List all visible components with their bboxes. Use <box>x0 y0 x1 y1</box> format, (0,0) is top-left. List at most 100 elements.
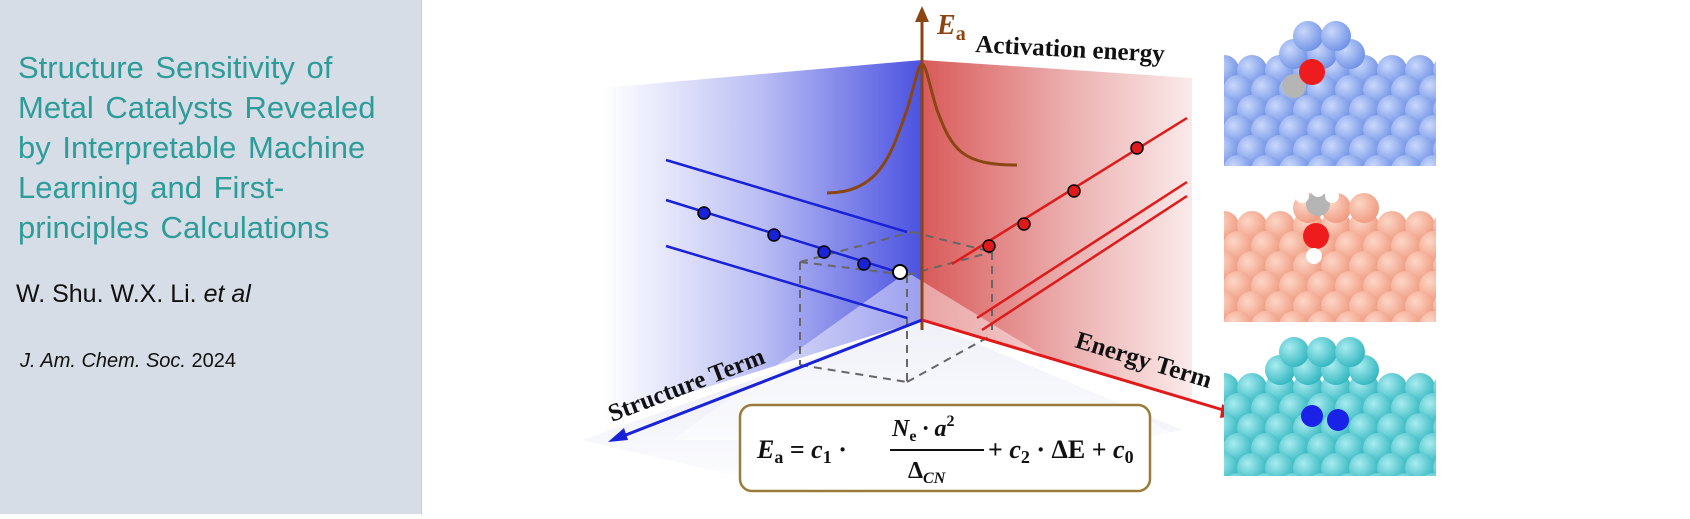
surface-atom <box>1447 231 1477 261</box>
surface-atom <box>1433 419 1436 437</box>
surface-atom <box>1195 473 1225 503</box>
surface-atom <box>1363 155 1393 166</box>
surface-atom <box>1307 311 1337 322</box>
surface-atom <box>1377 453 1407 476</box>
step-atom <box>1307 337 1337 367</box>
nitrogen-atom-icon <box>1327 409 1349 431</box>
surface-atom <box>1447 473 1477 503</box>
surface-atom <box>1229 473 1247 476</box>
surface-atom <box>1447 155 1477 185</box>
blue-slab <box>1224 21 1477 185</box>
surface-atom <box>1279 155 1309 166</box>
surface-atom <box>1433 141 1436 159</box>
surface-atom <box>1224 84 1225 96</box>
title-line: by Interpretable Machine <box>18 130 366 165</box>
surface-atom <box>1285 473 1303 476</box>
step-atom <box>1349 193 1379 223</box>
surface-atom <box>1313 473 1331 476</box>
surface-atom <box>1447 311 1477 341</box>
surface-atom <box>1237 453 1267 476</box>
figure-panel: Ea Activation energy Structure Term Ener… <box>422 0 1690 514</box>
surface-atom <box>1181 413 1211 443</box>
surface-atom <box>1341 473 1359 476</box>
surface-atom <box>1397 473 1415 476</box>
surface-atom <box>1433 61 1436 79</box>
journal-citation: J. Am. Chem. Soc. 2024 <box>20 350 236 373</box>
surface-atom <box>1419 155 1436 166</box>
surface-atom <box>1224 164 1225 166</box>
surface-atom <box>1433 257 1436 275</box>
surface-atom <box>1224 453 1239 476</box>
surface-atom <box>1433 379 1436 397</box>
structure-point <box>817 245 831 259</box>
authors-main: W. Shu. W.X. Li. <box>16 280 197 308</box>
oxygen-atom-icon <box>1299 59 1325 85</box>
projection-cone <box>672 272 1182 440</box>
vertical-axis-arrow <box>915 6 929 22</box>
surface-atom <box>1447 393 1477 423</box>
surface-atom <box>1391 155 1421 166</box>
step-atom <box>1279 337 1309 367</box>
surface-atom <box>1279 311 1309 322</box>
surface-atom <box>1433 459 1436 476</box>
svg-text:Ne · a2: Ne · a2 <box>891 413 954 445</box>
surface-atom <box>1181 453 1211 483</box>
surface-atom <box>1433 297 1436 315</box>
surface-atom <box>1251 311 1281 322</box>
step-atom <box>1335 337 1365 367</box>
step-atom <box>1293 21 1323 51</box>
title-line: Learning and First- <box>18 170 285 205</box>
carbon-atom-icon <box>1306 192 1330 216</box>
energy-point <box>1130 141 1144 155</box>
activation-energy-label: Activation energy <box>975 31 1166 68</box>
journal-name: J. Am. Chem. Soc. <box>20 350 186 372</box>
surface-atom <box>1419 311 1436 322</box>
structure-axis <box>617 318 923 440</box>
surface-atom <box>1405 453 1435 476</box>
structure-axis-arrow <box>608 428 628 442</box>
surface-atom <box>1251 155 1281 166</box>
surface-atom <box>1433 101 1436 119</box>
title-line: Structure Sensitivity of <box>18 50 333 85</box>
equation: Ea = c1 · Ne · a2 ΔCN + c2 · ΔE + c0 <box>756 413 1134 487</box>
svg-text:ΔCN: ΔCN <box>908 458 947 487</box>
authors-etal: et al <box>203 280 251 308</box>
title-line: principles Calculations <box>18 210 330 245</box>
svg-text:+ c2 · ΔE + c0: + c2 · ΔE + c0 <box>988 435 1134 467</box>
surface-atom <box>1265 453 1295 476</box>
activation-energy-figure: Ea Activation energy Structure Term Ener… <box>582 6 1477 503</box>
equation-box <box>738 403 1152 493</box>
energy-point <box>1017 217 1031 231</box>
surface-atom <box>1363 311 1393 322</box>
structure-point <box>767 228 781 242</box>
surface-atom <box>1425 473 1436 476</box>
projection-box <box>799 231 993 383</box>
predicted-point <box>892 264 908 280</box>
structure-point <box>857 257 871 271</box>
hydrogen-atom-icon <box>1311 183 1325 197</box>
svg-text:Ea = c1 ·: Ea = c1 · <box>756 435 847 467</box>
energy-axis <box>921 318 1231 414</box>
surface-atom <box>1335 155 1365 166</box>
salmon-slab <box>1224 183 1477 341</box>
surface-atom <box>1335 311 1365 322</box>
cyan-slab <box>1181 337 1477 503</box>
structure-wall <box>602 60 922 420</box>
sidebar-panel: Structure Sensitivity of Metal Catalysts… <box>0 0 422 514</box>
activation-peak-curve <box>826 62 1018 195</box>
journal-year: 2024 <box>191 350 237 372</box>
surface-atom <box>1447 271 1477 301</box>
authors: W. Shu. W.X. Li. et al <box>16 280 251 309</box>
nitrogen-atom-icon <box>1301 405 1323 427</box>
carbon-atom-icon <box>1282 74 1306 98</box>
surface-atom <box>1224 311 1253 322</box>
surface-atom <box>1447 115 1477 145</box>
surface-atom <box>1447 433 1477 463</box>
ea-symbol-sub: a <box>956 23 966 45</box>
surface-atom <box>1433 217 1436 235</box>
surface-atom <box>1224 320 1225 322</box>
surface-atom <box>1349 453 1379 476</box>
hydrogen-atom-icon <box>1295 189 1309 203</box>
ea-symbol: Ea <box>936 10 966 45</box>
surface-atom <box>1224 124 1225 136</box>
